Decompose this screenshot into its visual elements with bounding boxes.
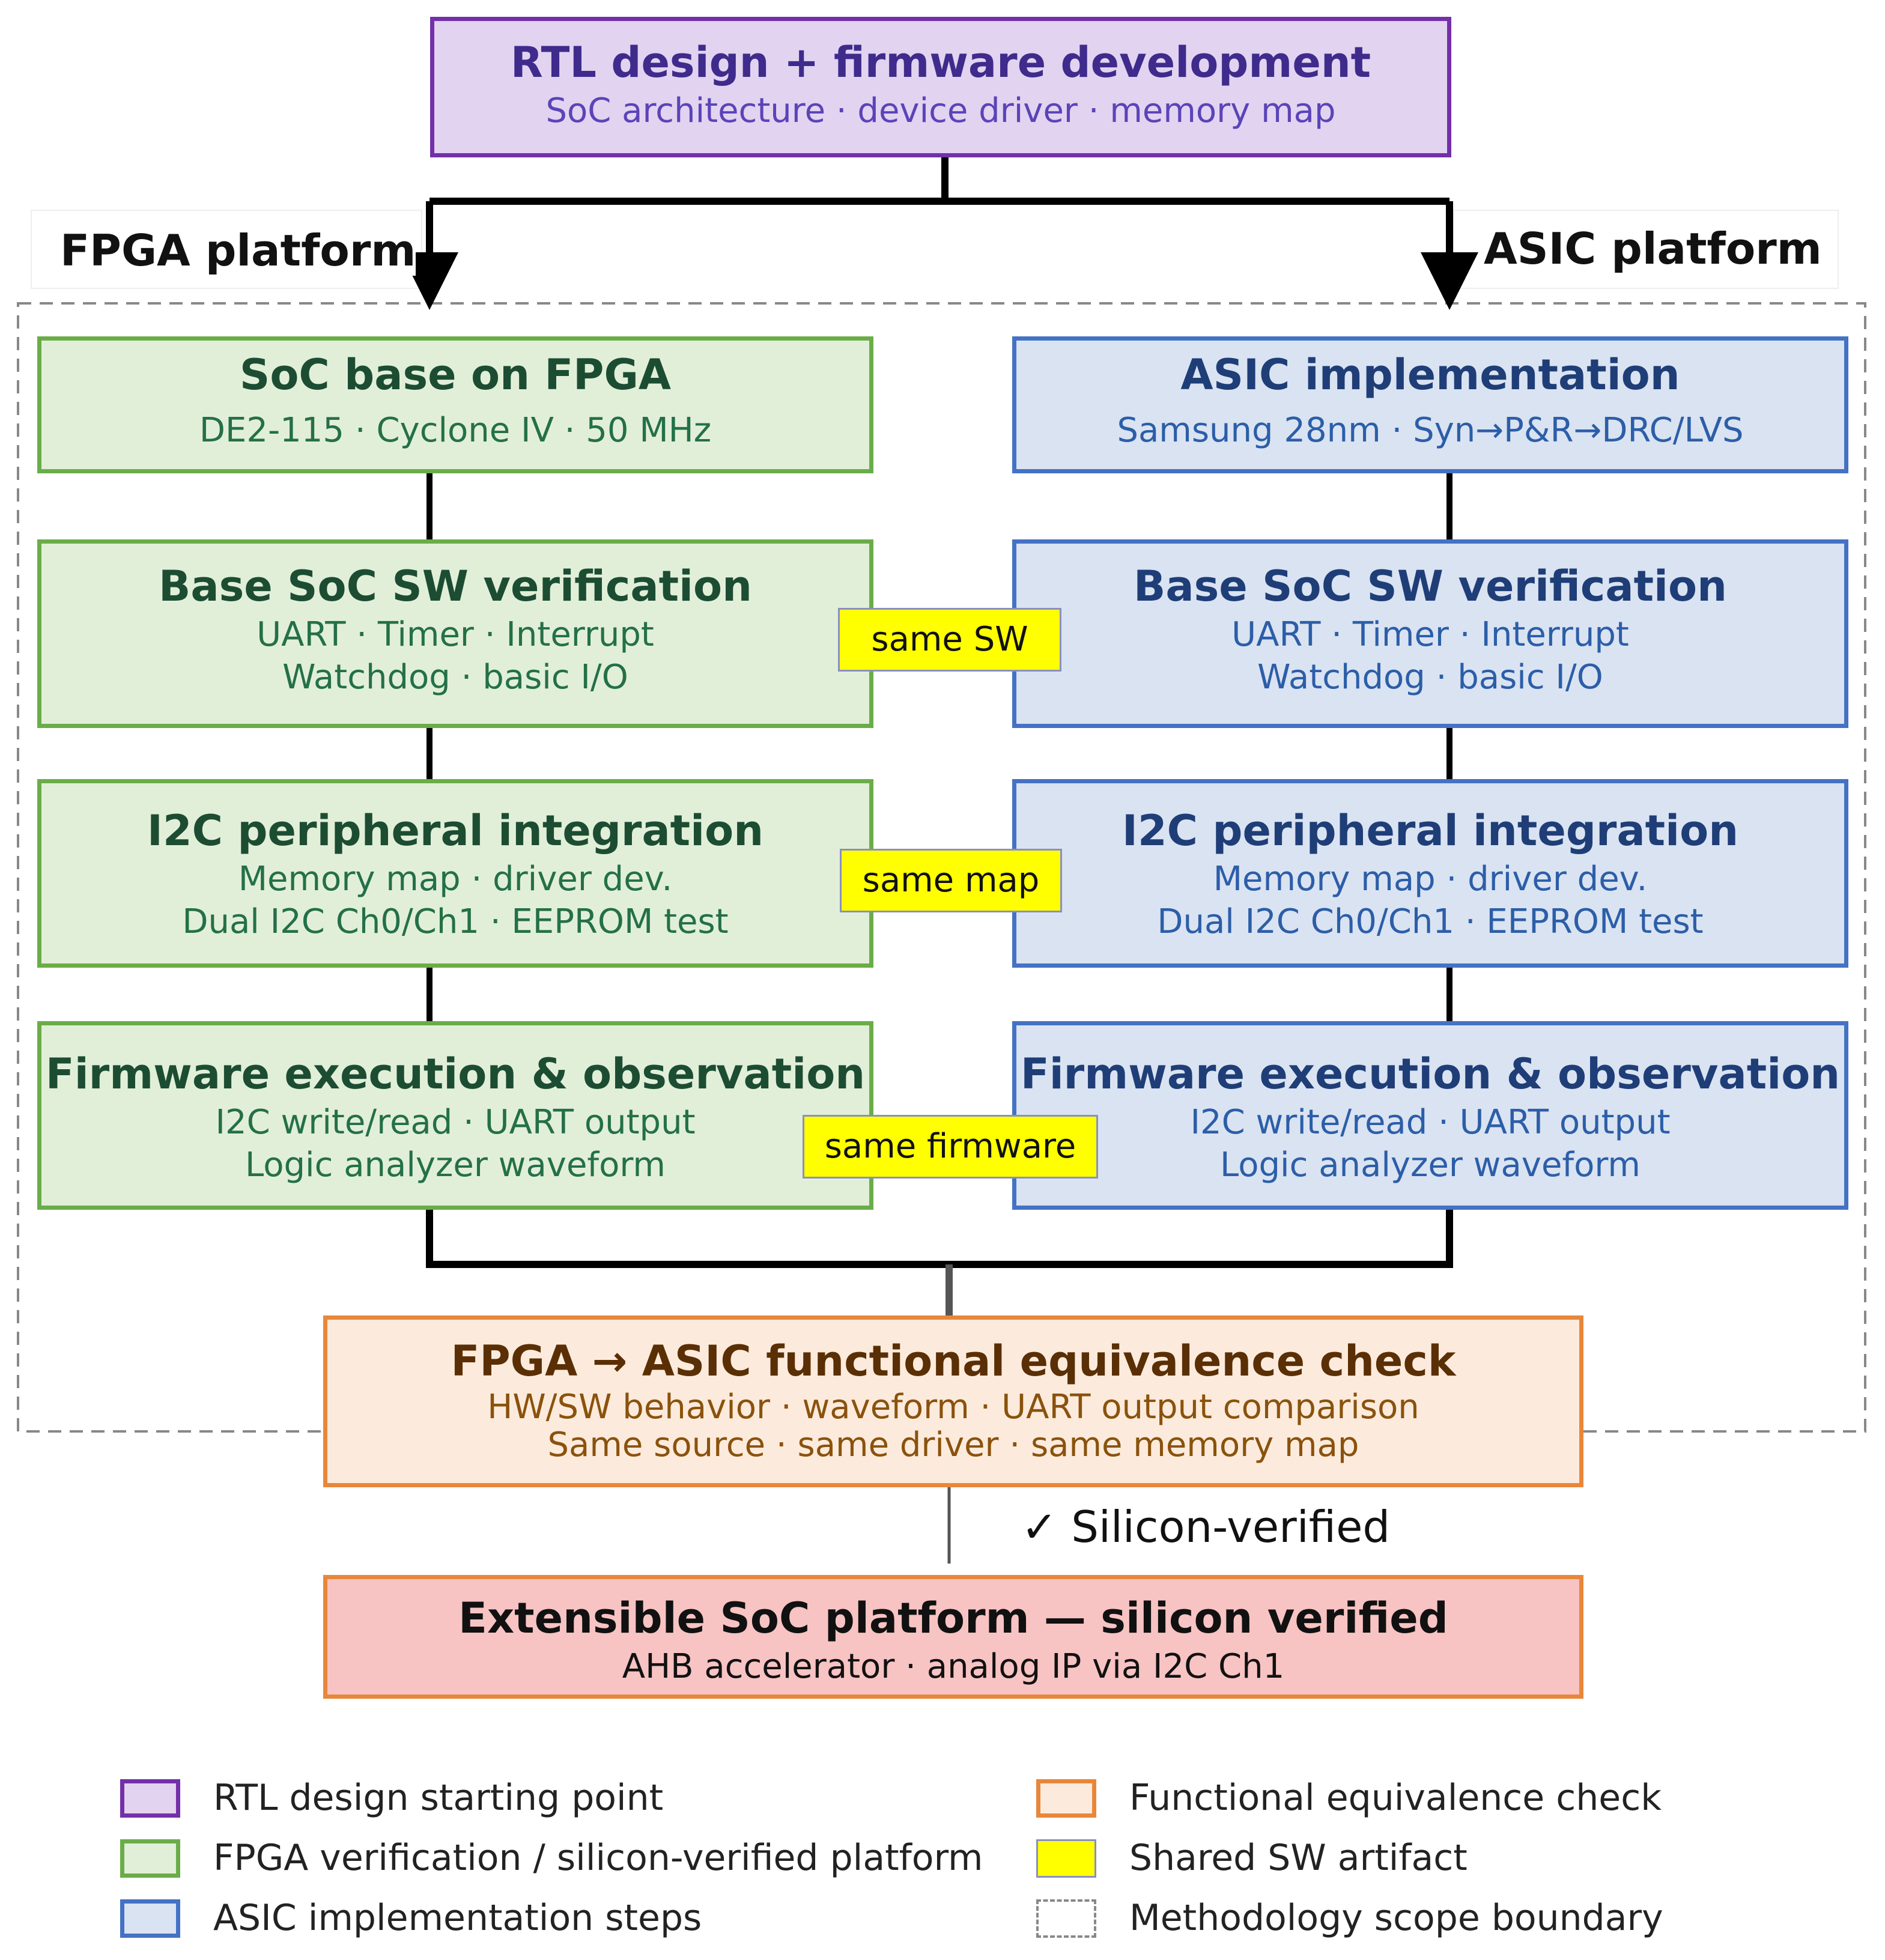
same-firmware-tag: same firmware: [803, 1115, 1098, 1179]
legend-asic-label: ASIC implementation steps: [213, 1897, 702, 1939]
merge-connector: [426, 1210, 1453, 1268]
asic-firmware-box: Firmware execution & observation I2C wri…: [1012, 1021, 1848, 1210]
same-map-tag: same map: [840, 849, 1062, 912]
asic-i2c-integration-box: I2C peripheral integration Memory map · …: [1012, 779, 1848, 968]
fpga-firmware-line-2: Logic analyzer waveform: [245, 1145, 666, 1185]
asic-platform-label: ASIC platform: [1484, 223, 1822, 274]
fpga-firmware-line-1: I2C write/read · UART output: [215, 1102, 696, 1142]
fpga-i2c-integration-line-2: Dual I2C Ch0/Ch1 · EEPROM test: [182, 902, 729, 941]
asic-i2c-integration-title: I2C peripheral integration: [1122, 806, 1739, 855]
legend-rtl-swatch: [120, 1779, 180, 1818]
asic-sw-verification-line-2: Watchdog · basic I/O: [1257, 657, 1603, 697]
fpga-platform-label: FPGA platform: [60, 225, 416, 276]
legend-scope-label: Methodology scope boundary: [1129, 1897, 1663, 1939]
asic-firmware-title: Firmware execution & observation: [1020, 1049, 1841, 1099]
fpga-i2c-integration-title: I2C peripheral integration: [147, 806, 764, 855]
legend-equivalence-label: Functional equivalence check: [1129, 1777, 1662, 1819]
rtl-design-box: RTL design + firmware development SoC ar…: [430, 17, 1451, 157]
fpga-sw-verification-line-2: Watchdog · basic I/O: [282, 657, 628, 697]
legend-equivalence-swatch: [1036, 1779, 1096, 1818]
legend-scope-swatch: [1036, 1899, 1096, 1938]
legend-asic-swatch: [120, 1899, 180, 1938]
asic-sw-verification-title: Base SoC SW verification: [1134, 562, 1727, 611]
equivalence-check-box: FPGA → ASIC functional equivalence check…: [323, 1315, 1583, 1487]
rtl-design-subtitle: SoC architecture · device driver · memor…: [545, 91, 1336, 130]
fpga-soc-base-line: DE2-115 · Cyclone IV · 50 MHz: [199, 410, 712, 450]
asic-implementation-box: ASIC implementation Samsung 28nm · Syn→P…: [1012, 336, 1848, 473]
split-connector: [430, 157, 1449, 205]
fpga-soc-base-title: SoC base on FPGA: [239, 350, 672, 399]
equivalence-check-line-1: HW/SW behavior · waveform · UART output …: [487, 1387, 1419, 1427]
extensible-soc-platform-title: Extensible SoC platform — silicon verifi…: [458, 1594, 1448, 1643]
legend-fpga-label: FPGA verification / silicon-verified pla…: [213, 1837, 983, 1879]
fpga-i2c-integration-line-1: Memory map · driver dev.: [238, 859, 673, 899]
legend-fpga-swatch: [120, 1839, 180, 1878]
legend-shared-label: Shared SW artifact: [1129, 1837, 1468, 1879]
fpga-soc-base-box: SoC base on FPGA DE2-115 · Cyclone IV · …: [37, 336, 873, 473]
extensible-soc-platform-box: Extensible SoC platform — silicon verifi…: [323, 1575, 1583, 1699]
asic-firmware-line-2: Logic analyzer waveform: [1220, 1145, 1641, 1185]
fpga-firmware-box: Firmware execution & observation I2C wri…: [37, 1021, 873, 1210]
legend-rtl-label: RTL design starting point: [213, 1777, 664, 1819]
fpga-firmware-title: Firmware execution & observation: [45, 1049, 866, 1099]
asic-implementation-title: ASIC implementation: [1180, 350, 1680, 399]
fpga-sw-verification-box: Base SoC SW verification UART · Timer · …: [37, 539, 873, 728]
fpga-sw-verification-title: Base SoC SW verification: [159, 562, 752, 611]
extensible-soc-platform-subtitle: AHB accelerator · analog IP via I2C Ch1: [622, 1646, 1285, 1686]
fpga-sw-verification-line-1: UART · Timer · Interrupt: [256, 614, 654, 654]
equivalence-check-line-2: Same source · same driver · same memory …: [547, 1425, 1359, 1464]
same-sw-tag: same SW: [838, 608, 1061, 672]
legend-shared-swatch: [1036, 1839, 1096, 1878]
asic-implementation-line: Samsung 28nm · Syn→P&R→DRC/LVS: [1117, 410, 1744, 450]
asic-i2c-integration-line-2: Dual I2C Ch0/Ch1 · EEPROM test: [1157, 902, 1704, 941]
fpga-i2c-integration-box: I2C peripheral integration Memory map · …: [37, 779, 873, 968]
asic-sw-verification-line-1: UART · Timer · Interrupt: [1231, 614, 1629, 654]
asic-i2c-integration-line-1: Memory map · driver dev.: [1213, 859, 1648, 899]
silicon-verified-label: ✓ Silicon-verified: [1021, 1502, 1391, 1552]
rtl-design-title: RTL design + firmware development: [510, 38, 1371, 87]
asic-sw-verification-box: Base SoC SW verification UART · Timer · …: [1012, 539, 1848, 728]
asic-firmware-line-1: I2C write/read · UART output: [1190, 1102, 1671, 1142]
equivalence-check-title: FPGA → ASIC functional equivalence check: [451, 1337, 1456, 1386]
